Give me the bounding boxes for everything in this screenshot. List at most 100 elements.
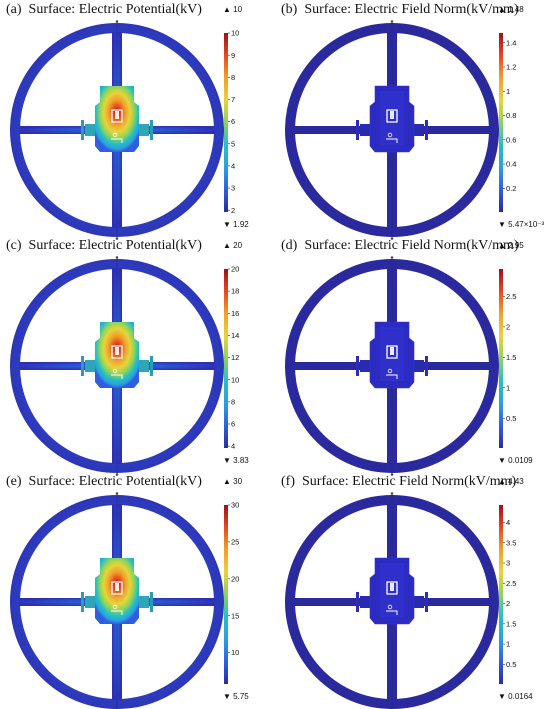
simulation-plot: 1.4 1.2 1 0.8 0.6 0.4 0.2 ▲ 1.48 ▼ 5.47×10⁻³ — [285, 5, 545, 240]
device-geometry — [285, 20, 499, 240]
colorbar-tick-label: 2 — [231, 206, 235, 215]
colorbar-tick-label: 1 — [506, 383, 510, 392]
colorbar-tick-label: 4 — [231, 162, 235, 171]
colorbar-tick-label: 1.5 — [506, 619, 516, 628]
colorbar-tick-label: 10 — [231, 375, 239, 384]
colorbar-tick-label: 9 — [231, 51, 235, 60]
colorbar-tick-label: 6 — [231, 117, 235, 126]
colorbar-tick-label: 3.5 — [506, 538, 516, 547]
colorbar-max-label: ▲ 30 — [223, 477, 243, 486]
panel-letter: (b) — [281, 2, 298, 17]
device-geometry — [10, 20, 224, 240]
colorbar: 10 9 8 7 6 5 4 3 2 ▲ 10 ▼ 1.92 — [223, 5, 249, 229]
panel-title: (f) Surface: Electric Field Norm(kV/mm) — [281, 474, 516, 490]
colorbar-gradient — [224, 505, 228, 684]
panel-e: (e) Surface: Electric Potential(kV) 30 25 2… — [0, 472, 275, 709]
panel-letter: (a) — [6, 2, 22, 17]
colorbar-tick-label: 15 — [231, 611, 239, 620]
colorbar-min-label: ▼ 0.0164 — [498, 692, 533, 701]
colorbar-tick-label: 2.5 — [506, 579, 516, 588]
panel-title-text: Surface: Electric Field Norm(kV/mm) — [304, 2, 519, 17]
colorbar-tick-label: 0.4 — [506, 160, 516, 169]
colorbar-gradient — [224, 33, 228, 212]
colorbar-tick-label: 1.5 — [506, 353, 516, 362]
colorbar-gradient — [224, 269, 228, 448]
colorbar-tick-label: 0.5 — [506, 660, 516, 669]
colorbar-min-label: ▼ 5.47×10⁻³ — [498, 220, 545, 229]
colorbar-max-label: ▲ 10 — [223, 5, 243, 14]
colorbar-tick-label: 14 — [231, 331, 239, 340]
panel-title: (e) Surface: Electric Potential(kV) — [6, 474, 202, 490]
colorbar-tick-label: 30 — [231, 501, 239, 510]
colorbar-tick-label: 10 — [231, 29, 239, 38]
colorbar-tick-label: 1 — [506, 87, 510, 96]
panel-letter: (d) — [281, 238, 298, 253]
panel-title: (c) Surface: Electric Potential(kV) — [6, 238, 202, 254]
colorbar-min-label: ▼ 1.92 — [223, 220, 249, 229]
colorbar-tick-label: 8 — [231, 397, 235, 406]
panel-title-text: Surface: Electric Potential(kV) — [28, 238, 202, 253]
panel-letter: (c) — [6, 238, 22, 253]
panel-a: (a) Surface: Electric Potential(kV) 10 9 8 7… — [0, 0, 275, 240]
panel-letter: (e) — [6, 474, 22, 489]
colorbar-min-label: ▼ 5.75 — [223, 692, 249, 701]
colorbar-min-label: ▼ 0.0109 — [498, 456, 533, 465]
device-geometry — [285, 256, 499, 476]
colorbar-tick-label: 7 — [231, 95, 235, 104]
colorbar-tick-label: 3 — [506, 559, 510, 568]
panel-letter: (f) — [281, 474, 295, 489]
colorbar-tick-label: 2 — [506, 322, 510, 331]
panel-title-text: Surface: Electric Potential(kV) — [28, 474, 202, 489]
device-geometry — [285, 492, 499, 709]
colorbar-tick-label: 20 — [231, 265, 239, 274]
colorbar-tick-label: 3 — [231, 184, 235, 193]
panel-title-text: Surface: Electric Field Norm(kV/mm) — [302, 474, 517, 489]
panel-title-text: Surface: Electric Potential(kV) — [28, 2, 202, 17]
colorbar-max-label: ▲ 20 — [223, 241, 243, 250]
colorbar-tick-label: 0.5 — [506, 414, 516, 423]
colorbar-tick-label: 4 — [506, 518, 510, 527]
colorbar-max-label: ▲ 1.48 — [498, 5, 524, 14]
colorbar-tick-label: 5 — [231, 139, 235, 148]
device-geometry — [10, 256, 224, 476]
panel-title-text: Surface: Electric Field Norm(kV/mm) — [304, 238, 519, 253]
colorbar-tick-label: 25 — [231, 538, 239, 547]
colorbar: 30 25 20 15 10 ▲ 30 ▼ 5.75 — [223, 477, 249, 701]
colorbar-tick-label: 6 — [231, 420, 235, 429]
colorbar: 1.4 1.2 1 0.8 0.6 0.4 0.2 ▲ 1.48 ▼ 5.47×10⁻³ — [498, 5, 545, 229]
colorbar-tick-label: 1.4 — [506, 38, 516, 47]
colorbar-gradient — [499, 33, 503, 212]
colorbar-tick-label: 8 — [231, 73, 235, 82]
panel-f: (f) Surface: Electric Field Norm(kV/mm) 4… — [275, 472, 550, 709]
colorbar-tick-label: 20 — [231, 574, 239, 583]
panel-d: (d) Surface: Electric Field Norm(kV/mm) 2… — [275, 236, 550, 476]
panel-title: (b) Surface: Electric Field Norm(kV/mm) — [281, 2, 519, 18]
simulation-plot: 10 9 8 7 6 5 4 3 2 ▲ 10 ▼ 1.92 — [10, 5, 249, 240]
colorbar-tick-label: 0.6 — [506, 135, 516, 144]
simulation-plot: 2.5 2 1.5 1 0.5 ▲ 2.95 ▼ 0.0109 — [285, 241, 533, 476]
colorbar-max-label: ▲ 4.43 — [498, 477, 524, 486]
colorbar-tick-label: 4 — [231, 442, 235, 451]
colorbar-tick-label: 2 — [506, 599, 510, 608]
panel-title: (a) Surface: Electric Potential(kV) — [6, 2, 202, 18]
colorbar-tick-label: 1.2 — [506, 63, 516, 72]
colorbar-gradient — [499, 269, 503, 448]
colorbar-tick-label: 0.2 — [506, 184, 516, 193]
colorbar: 43.532.521.510.5▲ 4.43▼ 0.0164 — [498, 477, 533, 701]
simulation-plot: 30 25 20 15 10 ▲ 30 ▼ 5.75 — [10, 477, 249, 709]
colorbar-tick-label: 0.8 — [506, 111, 516, 120]
colorbar-tick-label: 10 — [231, 648, 239, 657]
colorbar-tick-label: 16 — [231, 309, 239, 318]
colorbar-min-label: ▼ 3.83 — [223, 456, 249, 465]
panel-b: (b) Surface: Electric Field Norm(kV/mm) 1… — [275, 0, 550, 240]
colorbar-gradient — [499, 505, 503, 684]
simulation-plot: 43.532.521.510.5▲ 4.43▼ 0.0164 — [285, 477, 533, 709]
colorbar-tick-label: 12 — [231, 353, 239, 362]
colorbar-max-label: ▲ 2.95 — [498, 241, 524, 250]
panel-title: (d) Surface: Electric Field Norm(kV/mm) — [281, 238, 519, 254]
colorbar: 2.5 2 1.5 1 0.5 ▲ 2.95 ▼ 0.0109 — [498, 241, 533, 465]
colorbar-tick-label: 2.5 — [506, 292, 516, 301]
